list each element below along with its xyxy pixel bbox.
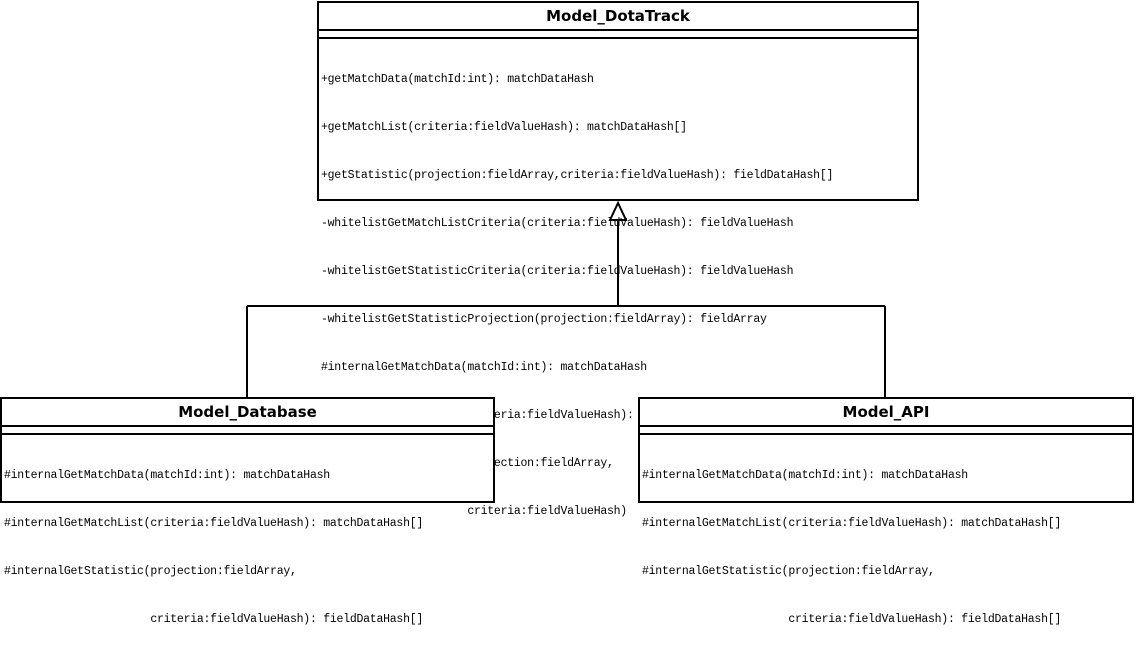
class-name: Model_DotaTrack bbox=[319, 3, 917, 31]
operation: criteria:fieldValueHash): fieldDataHash[… bbox=[642, 613, 1062, 626]
class-operations-compartment: #internalGetMatchData(matchId:int): matc… bbox=[640, 435, 1132, 660]
operation: +getStatistic(projection:fieldArray,crit… bbox=[321, 169, 834, 182]
operation: -whitelistGetStatisticCriteria(criteria:… bbox=[321, 265, 794, 278]
operation: #internalGetMatchData(matchId:int): matc… bbox=[321, 361, 647, 374]
operation: +getMatchList(criteria:fieldValueHash): … bbox=[321, 121, 687, 134]
class-attributes-compartment bbox=[2, 427, 493, 435]
class-model-dotatrack[interactable]: Model_DotaTrack +getMatchData(matchId:in… bbox=[317, 1, 919, 518]
operation: #internalGetMatchList(criteria:fieldValu… bbox=[642, 517, 1062, 530]
class-name: Model_Database bbox=[2, 399, 493, 427]
class-model-database[interactable]: Model_Database #internalGetMatchData(mat… bbox=[0, 397, 495, 626]
generalization-connector bbox=[246, 200, 886, 397]
operation: -whitelistGetMatchListCriteria(criteria:… bbox=[321, 217, 794, 230]
operation: #internalGetStatistic(projection:fieldAr… bbox=[4, 565, 297, 578]
class-attributes-compartment bbox=[319, 31, 917, 39]
operation: #internalGetMatchList(criteria:fieldValu… bbox=[4, 517, 424, 530]
class-operations-compartment: #internalGetMatchData(matchId:int): matc… bbox=[2, 435, 493, 660]
operation: #internalGetMatchData(matchId:int): matc… bbox=[642, 469, 968, 482]
operation: #internalGetMatchData(matchId:int): matc… bbox=[4, 469, 330, 482]
generalization-arrowhead-icon bbox=[608, 200, 628, 221]
operation: +getMatchData(matchId:int): matchDataHas… bbox=[321, 73, 594, 86]
class-model-api[interactable]: Model_API #internalGetMatchData(matchId:… bbox=[638, 397, 1134, 626]
operation: criteria:fieldValueHash): fieldDataHash[… bbox=[4, 613, 424, 626]
class-attributes-compartment bbox=[640, 427, 1132, 435]
operation: -whitelistGetStatisticProjection(project… bbox=[321, 313, 767, 326]
class-name: Model_API bbox=[640, 399, 1132, 427]
operation: #internalGetStatistic(projection:fieldAr… bbox=[642, 565, 935, 578]
